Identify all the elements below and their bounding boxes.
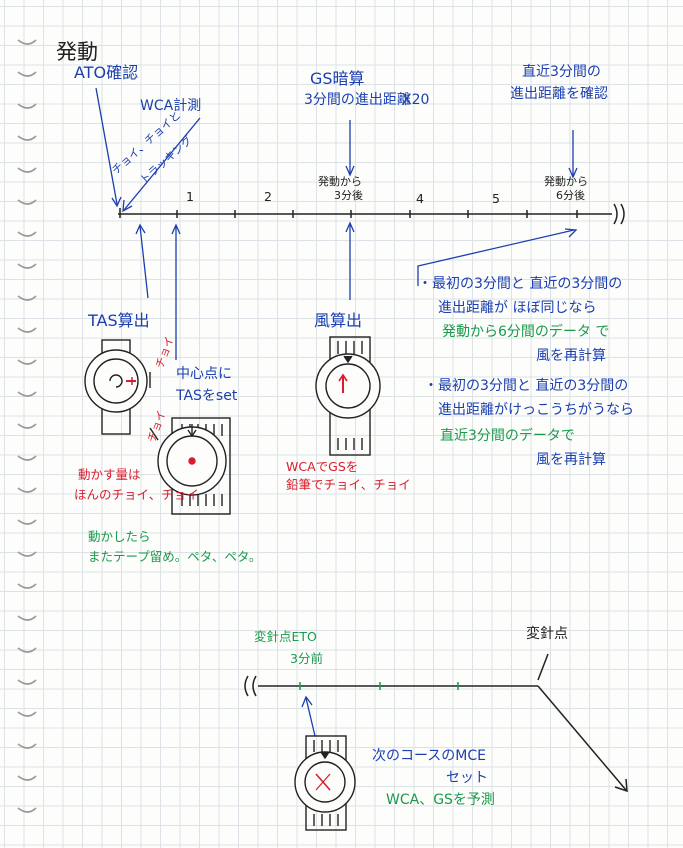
center-point-label-1: 中心点に [176, 366, 232, 382]
eto-label-1: 変針点ETO [254, 629, 317, 644]
hatsudou-label: 発動 [56, 40, 98, 64]
recent-label-1: 直近3分間の [522, 64, 601, 80]
tick-label-2: 2 [264, 189, 272, 204]
wind-title: 風算出 [314, 311, 363, 330]
note1-line1: ・最初の3分間と 直近の3分間の [418, 276, 623, 292]
bottom-arrow [301, 695, 316, 737]
wind-dial-drawing [315, 336, 381, 456]
wind-red-note-2: 鉛筆でチョイ、チョイ [286, 477, 411, 492]
center-set-dial-drawing [149, 417, 231, 515]
note1-end: 風を再計算 [536, 348, 606, 364]
six-min-label-1: 発動から [544, 175, 588, 188]
tick-label-4: 4 [416, 191, 424, 206]
mce-dial-drawing [294, 735, 356, 831]
tick-label-1: 1 [186, 189, 194, 204]
eto-label-2: 3分前 [290, 651, 323, 666]
mce-label-2: セット [446, 770, 488, 786]
note2-line2: 進出距離がけっこうちがうなら [438, 402, 634, 418]
turn-point-label: 変針点 [526, 626, 568, 642]
note2-end: 風を再計算 [536, 452, 606, 468]
gs-distance-label: 3分間の進出距離 [304, 92, 411, 108]
note1-green: 発動から6分間のデータ で [442, 324, 610, 340]
wca-gs-predict-label: WCA、GSを予測 [386, 792, 495, 808]
note1-line2: 進出距離が ほぼ同じなら [438, 300, 597, 316]
red-note-2: ほんのチョイ、チョイ [74, 487, 199, 502]
gs-calc-label: GS暗算 [310, 69, 365, 88]
red-note-1: 動かす量は [78, 467, 141, 482]
note2-green: 直近3分間のデータで [440, 428, 575, 444]
three-min-label-2: 3分後 [334, 189, 363, 202]
recent-label-2: 進出距離を確認 [510, 86, 608, 102]
center-point-label-2: TASをset [176, 388, 238, 404]
wca-measure-label: WCA計測 [140, 98, 202, 114]
green-note-2: またテープ留め。ペタ、ペタ。 [88, 549, 262, 564]
ato-label: ATO確認 [74, 63, 139, 82]
top-timeline [118, 203, 625, 225]
top-arrows [95, 87, 578, 360]
tas-title: TAS算出 [88, 311, 150, 330]
tick-label-5: 5 [492, 191, 500, 206]
three-min-label-1: 発動から [318, 175, 362, 188]
note2-line1: ・最初の3分間と 直近の3分間の [424, 378, 629, 394]
bottom-timeline [244, 653, 628, 793]
mce-label-1: 次のコースのMCE [372, 748, 486, 764]
six-min-label-2: 6分後 [556, 189, 585, 202]
green-note-1: 動かしたら [88, 529, 151, 544]
tas-dial-drawing [84, 339, 151, 435]
gs-x20-label: X20 [402, 92, 430, 108]
binder-holes [17, 39, 37, 813]
wind-red-note-1: WCAでGSを [286, 459, 359, 474]
